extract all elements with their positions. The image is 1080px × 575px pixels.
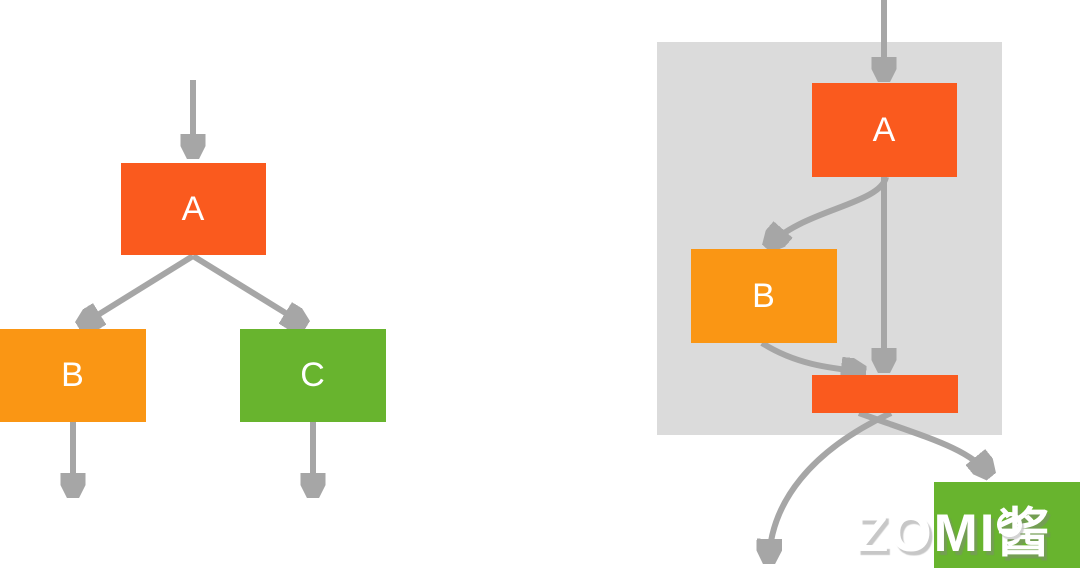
left-node-b-label: B: [61, 356, 85, 394]
right-node-a: A: [812, 83, 957, 177]
left-arrow-a-to-c: [191, 253, 305, 325]
right-node-a-label: A: [872, 110, 897, 149]
left-node-b: B: [0, 329, 146, 422]
right-node-b-label: B: [752, 276, 776, 315]
left-node-a-label: A: [181, 189, 206, 228]
right-node-b: B: [691, 249, 837, 343]
watermark-text: ZOMI酱: [856, 504, 1052, 563]
left-node-c-label: C: [300, 356, 326, 394]
left-arrow-a-to-b: [80, 253, 195, 326]
watermark-ring-icon: [997, 512, 1022, 537]
right-node-bar: [812, 375, 958, 413]
left-node-a: A: [121, 163, 266, 255]
left-node-c: C: [240, 329, 386, 422]
